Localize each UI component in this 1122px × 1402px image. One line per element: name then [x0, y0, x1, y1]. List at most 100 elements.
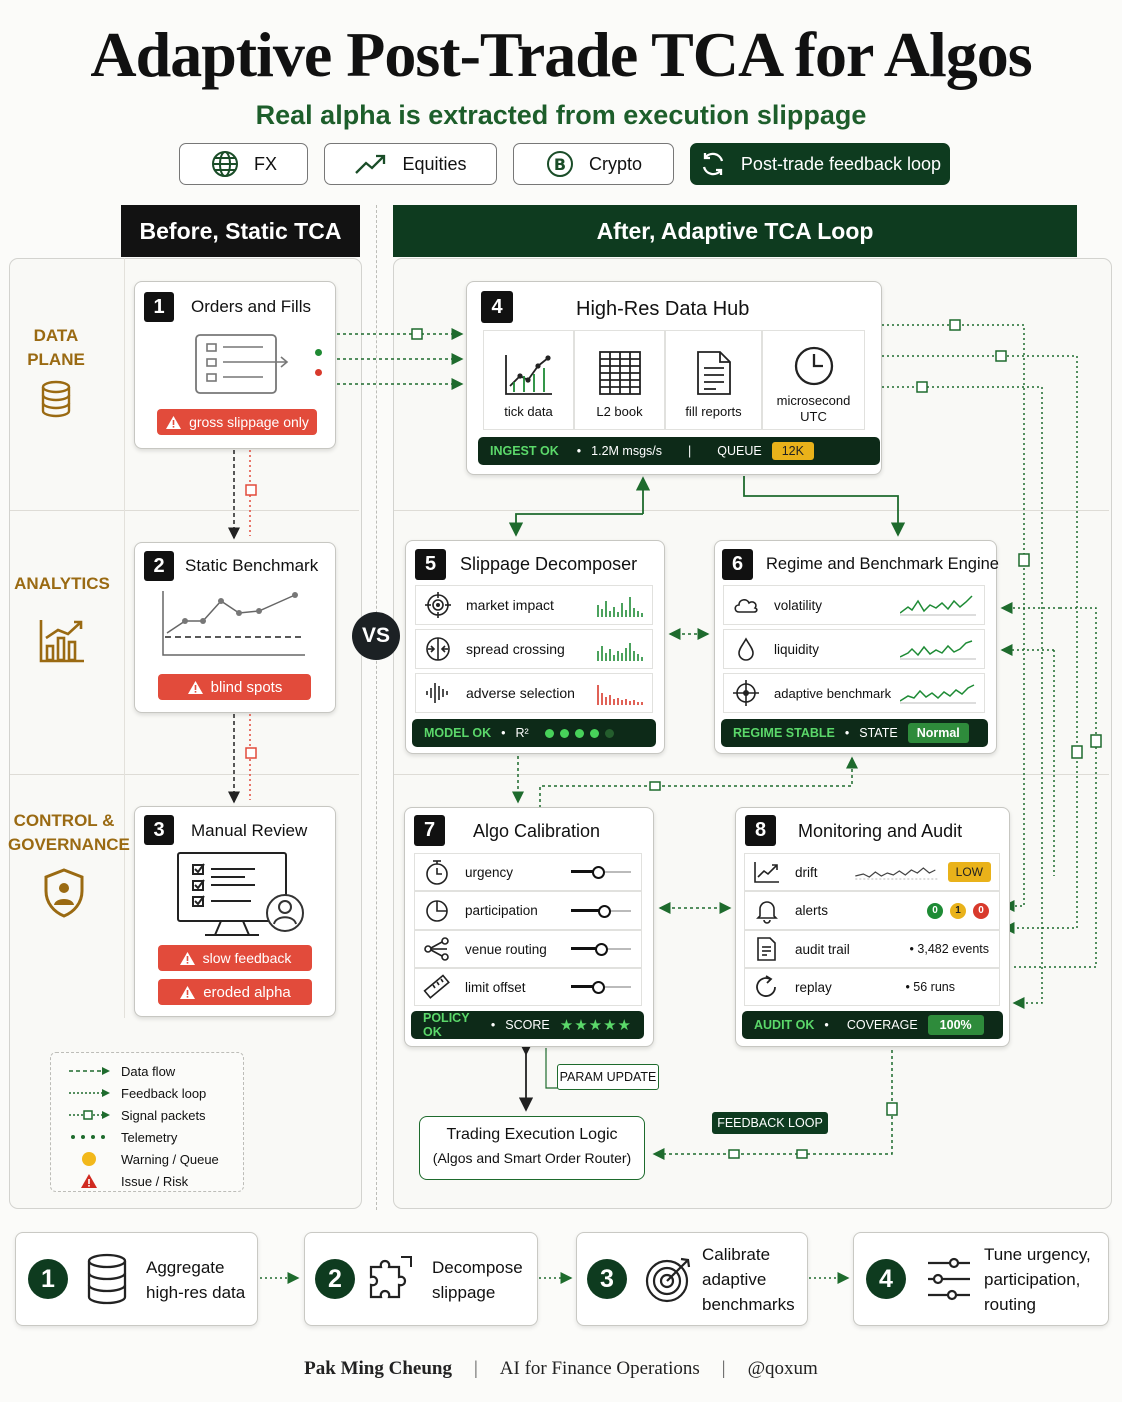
bell-icon — [756, 900, 778, 924]
pill-feedback-loop[interactable]: Post-trade feedback loop — [690, 143, 950, 185]
footer: Pak Ming Cheung|AI for Finance Operation… — [304, 1358, 818, 1379]
monitoring-row-drift[interactable]: drift LOW — [744, 853, 1000, 891]
shield-user-icon — [44, 868, 84, 918]
page-subtitle: Real alpha is extracted from execution s… — [255, 100, 867, 130]
warning-dot-icon — [82, 1152, 96, 1166]
calibration-row-venue-routing[interactable]: venue routing — [414, 930, 642, 968]
step-text: Tune urgency,participation,routing — [984, 1245, 1091, 1314]
monitoring-row-audit-trail[interactable]: audit trail • 3,482 events — [744, 930, 1000, 968]
replay-icon — [756, 975, 776, 997]
card-slippage-decomposer[interactable]: 5 Slippage Decomposer market impact spre… — [405, 540, 665, 754]
issue-tag-eroded-alpha: eroded alpha — [158, 979, 312, 1005]
card-number: 7 — [414, 815, 445, 846]
card-number: 4 — [481, 291, 513, 323]
spread-icon — [426, 637, 450, 661]
decomposer-row-spread-crossing[interactable]: spread crossing — [415, 629, 653, 669]
queue-badge: 12K — [771, 442, 814, 460]
routing-icon — [424, 937, 449, 961]
issue-tag: blind spots — [158, 674, 311, 700]
side-label-control: CONTROL & GOVERNANCE — [8, 809, 130, 926]
calibration-row-limit-offset[interactable]: limit offset — [414, 968, 642, 1006]
center-divider — [376, 205, 377, 1210]
audit-doc-icon — [757, 937, 776, 961]
limit-offset-slider[interactable] — [571, 981, 631, 994]
status-dot-green — [315, 349, 322, 356]
wave-line-green — [900, 595, 976, 616]
pill-equities[interactable]: Equities — [324, 143, 497, 185]
warning-icon — [166, 415, 182, 429]
bar-chart-icon — [39, 620, 84, 663]
participation-slider[interactable] — [571, 904, 631, 918]
card-orders-fills[interactable]: 1 Orders and Fills gross slippage only — [134, 281, 336, 449]
card-regime-engine[interactable]: 6 Regime and Benchmark Engine volatility… — [714, 540, 999, 754]
score-label: SCORE — [505, 1018, 550, 1032]
bitcoin-icon: B — [546, 151, 573, 177]
decomposer-row-adverse-selection[interactable]: adverse selection — [415, 673, 653, 713]
regime-status-bar: REGIME STABLE • STATE Normal — [721, 719, 988, 747]
regime-row-volatility[interactable]: volatility — [723, 585, 985, 625]
trading-execution-box[interactable]: Trading Execution Logic (Algos and Smart… — [419, 1116, 645, 1180]
monitoring-row-alerts[interactable]: alerts 0 1 0 — [744, 891, 1000, 930]
card-static-benchmark[interactable]: 2 Static Benchmark blind spots — [134, 542, 336, 713]
svg-text:B: B — [554, 155, 566, 174]
urgency-slider[interactable] — [571, 866, 631, 879]
footer-author: Pak Ming Cheung — [304, 1358, 452, 1379]
card-title: Manual Review — [191, 821, 308, 840]
audit-value: • 3,482 events — [909, 942, 989, 956]
database-icon — [87, 1253, 127, 1305]
warning-icon — [180, 985, 196, 999]
warning-icon — [187, 680, 203, 694]
warning-icon — [179, 951, 195, 965]
side-label-data-plane: DATA PLANE — [10, 324, 102, 425]
telemetry-dots-icon — [71, 1135, 105, 1139]
order-form-icon — [195, 334, 289, 394]
calibration-row-participation[interactable]: participation — [414, 891, 642, 930]
param-update-label: PARAM UPDATE — [557, 1064, 659, 1090]
decomposer-row-market-impact[interactable]: market impact — [415, 585, 653, 625]
status-ok: POLICY OK — [423, 1011, 470, 1039]
card-manual-review[interactable]: 3 Manual Review slow feedback eroded alp… — [134, 806, 336, 1017]
before-header: Before, Static TCA — [121, 205, 360, 257]
regime-row-liquidity[interactable]: liquidity — [723, 629, 985, 669]
globe-icon — [211, 151, 238, 177]
pill-fx[interactable]: FX — [179, 143, 308, 185]
card-monitoring-audit[interactable]: 8 Monitoring and Audit drift LOW alerts … — [735, 807, 1010, 1047]
issue-triangle-icon — [81, 1174, 97, 1188]
hub-cell-microsecond-utc[interactable]: microsecond UTC — [762, 330, 865, 430]
card-data-hub[interactable]: 4 High-Res Data Hub tick data L2 book fi… — [466, 281, 882, 475]
r2-dots — [544, 728, 614, 738]
calibration-row-urgency[interactable]: urgency — [414, 853, 642, 891]
hub-cell-tick-data[interactable]: tick data — [483, 330, 574, 430]
footer-org: AI for Finance Operations — [499, 1358, 700, 1379]
legend-item-feedback-loop: Feedback loop — [69, 1082, 243, 1104]
hub-cell-l2-book[interactable]: L2 book — [574, 330, 665, 430]
monitoring-status-bar: AUDIT OK • COVERAGE 100% — [742, 1011, 1003, 1039]
static-chart-icon — [162, 591, 305, 656]
venue-routing-slider[interactable] — [571, 943, 631, 956]
state-badge: Normal — [907, 723, 969, 743]
card-title: Regime and Benchmark Engine — [766, 555, 999, 573]
drift-chart-icon — [754, 862, 779, 883]
card-number: 6 — [722, 549, 753, 580]
replay-value: • 56 runs — [905, 980, 955, 994]
puzzle-icon — [369, 1256, 412, 1299]
target-icon — [425, 592, 451, 618]
queue-label: QUEUE — [717, 444, 762, 458]
issue-tag: gross slippage only — [157, 409, 317, 435]
pie-icon — [426, 899, 448, 922]
pill-crypto[interactable]: B Crypto — [513, 143, 674, 185]
drift-badge: LOW — [947, 862, 991, 882]
clock-icon — [794, 346, 833, 386]
legend: Data flow Feedback loop Signal packets T… — [50, 1052, 244, 1192]
ingest-rate: 1.2M msgs/s — [591, 444, 663, 458]
hub-cell-fill-reports[interactable]: fill reports — [665, 330, 762, 430]
monitoring-row-replay[interactable]: replay • 56 runs — [744, 968, 1000, 1006]
regime-row-adaptive-benchmark[interactable]: adaptive benchmark — [723, 673, 985, 713]
legend-item-signal-packets: Signal packets — [69, 1104, 243, 1126]
state-label: STATE — [859, 726, 898, 740]
card-algo-calibration[interactable]: 7 Algo Calibration urgency participation… — [404, 807, 654, 1047]
row-divider — [10, 774, 359, 775]
row-divider — [394, 774, 1109, 775]
